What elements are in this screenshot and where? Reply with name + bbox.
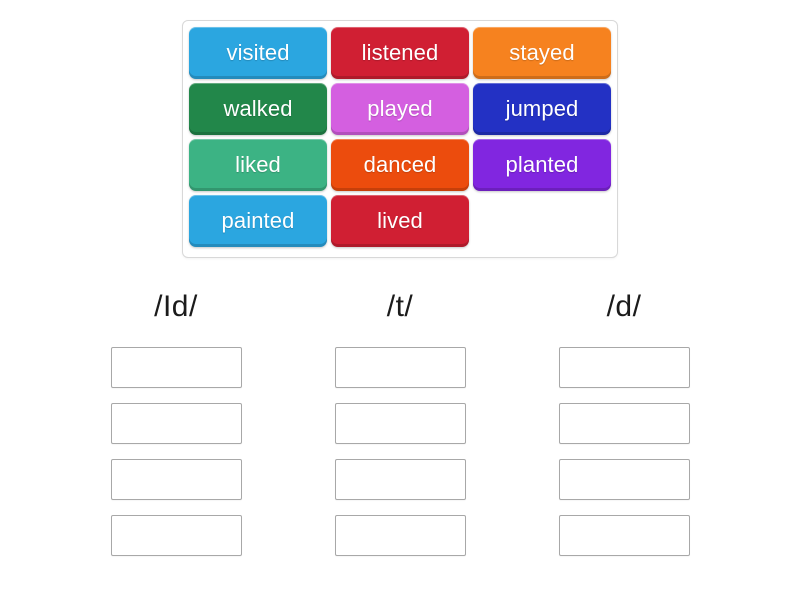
- word-tile[interactable]: walked: [189, 83, 327, 135]
- word-tile-placeholder: [473, 195, 611, 247]
- word-tile[interactable]: danced: [331, 139, 469, 191]
- sort-column: /t/: [334, 283, 466, 556]
- dropzone[interactable]: [110, 515, 242, 556]
- word-tile[interactable]: stayed: [473, 27, 611, 79]
- dropzone[interactable]: [558, 347, 690, 388]
- sort-column: /d/: [558, 283, 690, 556]
- word-tile[interactable]: jumped: [473, 83, 611, 135]
- word-tile[interactable]: visited: [189, 27, 327, 79]
- word-tile[interactable]: lived: [331, 195, 469, 247]
- sort-column-header: /Id/: [154, 290, 198, 323]
- dropzone[interactable]: [334, 459, 466, 500]
- sort-area: /Id/ /t/ /d/: [0, 283, 800, 556]
- word-tile[interactable]: painted: [189, 195, 327, 247]
- dropzone[interactable]: [334, 515, 466, 556]
- dropzone[interactable]: [558, 459, 690, 500]
- word-tile[interactable]: planted: [473, 139, 611, 191]
- word-tile[interactable]: played: [331, 83, 469, 135]
- dropzone[interactable]: [110, 403, 242, 444]
- dropzone[interactable]: [558, 403, 690, 444]
- sort-column: /Id/: [110, 283, 242, 556]
- dropzone[interactable]: [558, 515, 690, 556]
- word-tile[interactable]: liked: [189, 139, 327, 191]
- dropzone-group: [558, 347, 690, 556]
- dropzone-group: [334, 347, 466, 556]
- dropzone[interactable]: [334, 347, 466, 388]
- dropzone[interactable]: [110, 459, 242, 500]
- sort-column-header: /d/: [606, 290, 642, 323]
- word-tile[interactable]: listened: [331, 27, 469, 79]
- dropzone[interactable]: [110, 347, 242, 388]
- dropzone-group: [110, 347, 242, 556]
- sort-column-header: /t/: [386, 290, 414, 323]
- sort-columns: /Id/ /t/ /d/: [0, 283, 800, 556]
- dropzone[interactable]: [334, 403, 466, 444]
